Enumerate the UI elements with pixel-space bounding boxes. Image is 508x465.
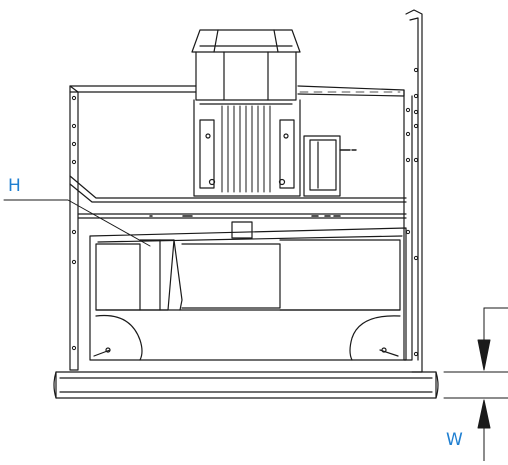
h-leader-line bbox=[3, 199, 151, 247]
w-dimension bbox=[443, 307, 508, 462]
mounting-holes bbox=[71, 67, 419, 357]
w-callout-label: W bbox=[446, 430, 463, 450]
cooling-fins bbox=[221, 105, 271, 193]
base-rail bbox=[53, 371, 439, 399]
motor-assembly bbox=[191, 29, 341, 197]
h-callout-label: H bbox=[8, 176, 21, 196]
blower-housing bbox=[89, 221, 407, 361]
